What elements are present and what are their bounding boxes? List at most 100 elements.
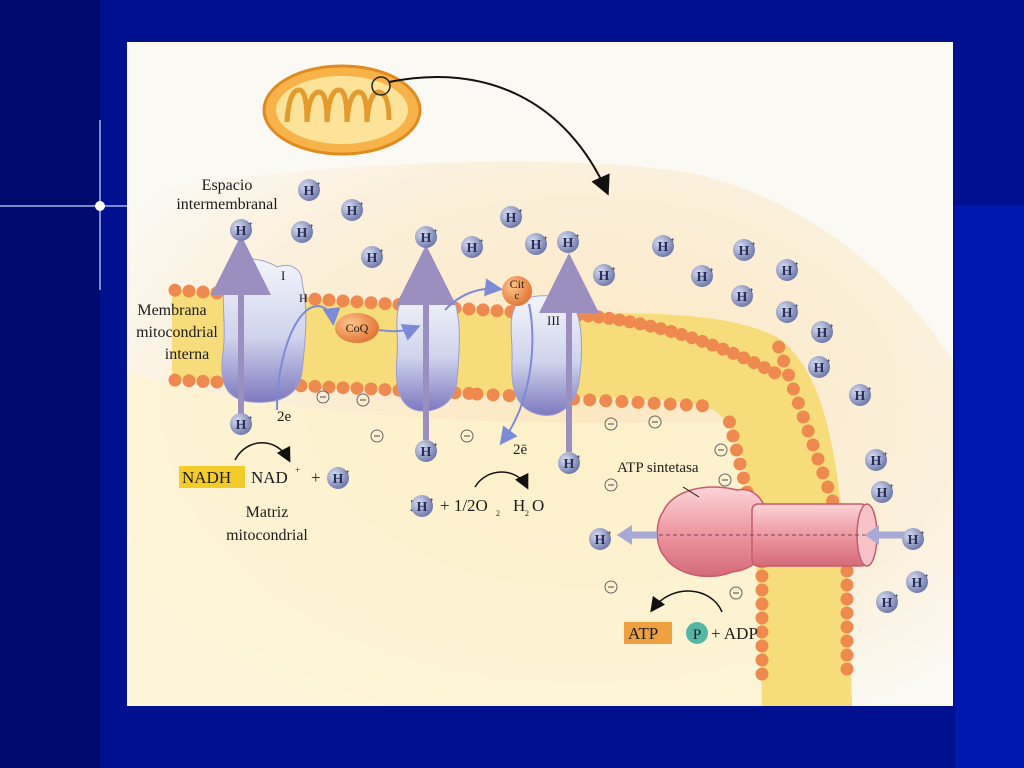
proton-ion-charge: +	[575, 232, 580, 241]
proton-ion-charge: +	[670, 236, 675, 245]
phospholipid-head	[322, 380, 336, 394]
phospholipid-head	[747, 356, 761, 370]
proton-ion-symbol: H	[297, 226, 308, 241]
phospholipid-head	[350, 381, 364, 395]
two-electrons-label-1: 2e	[277, 409, 292, 425]
phospholipid-head	[816, 466, 830, 480]
phospholipid-head	[840, 662, 854, 676]
phospholipid-head	[647, 396, 661, 410]
matrix-label-2: mitocondrial	[226, 527, 308, 544]
phospholipid-head	[840, 620, 854, 634]
phospholipid-head	[755, 667, 769, 681]
phospholipid-head	[755, 639, 769, 653]
phospholipid-head	[308, 292, 322, 306]
proton-ion-icon: H+	[230, 219, 253, 241]
phospholipid-head	[772, 340, 786, 354]
phospholipid-head	[631, 395, 645, 409]
proton-ion-symbol: H	[877, 486, 888, 501]
negative-charge-icon	[604, 417, 618, 431]
proton-ions: H+H+H+H+H+H+H+H+H+H+H+H+H+H+H+H+H+H+H+H+…	[230, 179, 929, 613]
proton-ion-symbol: H	[236, 418, 247, 433]
proton-ion-charge: +	[709, 266, 714, 275]
proton-ion-charge: +	[543, 234, 548, 243]
proton-ion-charge: +	[316, 180, 321, 189]
phospholipid-head	[168, 283, 182, 297]
proton-ion-icon: H+	[415, 440, 438, 462]
proton-ion-icon: H+	[876, 591, 899, 613]
atp-highlight	[624, 622, 672, 644]
proton-ion-symbol: H	[347, 204, 358, 219]
water-curve-arrow	[474, 471, 529, 490]
phospholipid-head	[378, 383, 392, 397]
proton-ion-charge: +	[518, 207, 523, 216]
phospholipid-head	[364, 382, 378, 396]
proton-ion-charge: +	[433, 441, 438, 450]
proton-in-arrowhead-right	[865, 525, 879, 545]
coq-label: CoQ	[346, 321, 369, 335]
phospholipid-head	[679, 398, 693, 412]
phospholipid-head	[840, 592, 854, 606]
proton-ion-icon: H+	[500, 206, 523, 228]
nadh-highlight	[179, 466, 245, 488]
proton-ion-charge: +	[429, 496, 434, 505]
proton-ion-charge: +	[248, 220, 253, 229]
phospholipid-head	[592, 310, 606, 324]
inner-membrane-label-3: interna	[165, 346, 209, 363]
phospholipid-head	[602, 311, 616, 325]
phospholipid-head	[502, 389, 516, 403]
proton-ion-symbol: H	[506, 211, 517, 226]
proton-ion-icon: H+	[731, 285, 754, 307]
proton-ion-charge: +	[433, 227, 438, 236]
phospholipid-head	[654, 322, 668, 336]
proton-ion-symbol: H	[737, 290, 748, 305]
phospholipid-head	[675, 328, 689, 342]
proton-ion-charge: +	[611, 265, 616, 274]
proton-ion-icon: H+	[291, 221, 314, 243]
adp-text: + ADP	[711, 624, 758, 643]
intermembrane-space-label: Espacio intermembranal	[176, 177, 278, 213]
phospholipid-head	[786, 382, 800, 396]
phospholipid-head	[840, 564, 854, 578]
complex-3-label: III	[547, 313, 560, 328]
nadh-reaction: NADH NAD + +	[179, 442, 321, 488]
proton-ion-charge: +	[826, 357, 831, 366]
phospholipid-head	[350, 295, 364, 309]
proton-ion-icon: H+	[776, 301, 799, 323]
two-electrons-label-2: 2ē	[513, 442, 528, 458]
phospholipid-head	[663, 397, 677, 411]
phospholipid-head	[336, 294, 350, 308]
proton-ion-symbol: H	[367, 251, 378, 266]
phospholipid-head	[196, 374, 210, 388]
proton-ion-symbol: H	[421, 231, 432, 246]
phospholipid-head	[730, 443, 743, 457]
matrix-label: Matriz mitocondrial	[226, 504, 308, 544]
proton-ion-symbol: H	[814, 361, 825, 376]
phospholipid-head	[695, 399, 709, 413]
mitochondrion-icon	[262, 64, 422, 156]
phospholipid-head	[210, 375, 224, 389]
proton-ion-symbol: H	[908, 533, 919, 548]
phospholipid-head	[726, 429, 740, 443]
phospholipid-head	[685, 331, 699, 345]
proton-ion-icon: H+	[361, 246, 384, 268]
phospholipid-head	[737, 351, 751, 365]
phospholipid-head	[210, 286, 224, 300]
phospholipid-head	[755, 583, 769, 597]
inner-membrane-label: Membrana mitocondrial interna	[136, 302, 218, 363]
proton-ion-symbol: H	[871, 454, 882, 469]
inner-membrane-label-1: Membrana	[137, 302, 206, 319]
proton-ion-icon: H+	[558, 452, 581, 474]
proton-ion-symbol: H	[564, 457, 575, 472]
phospholipid-head	[476, 303, 490, 317]
proton-ion-icon: H+	[808, 356, 831, 378]
proton-ion-charge: +	[794, 302, 799, 311]
proton-ion-icon: H+	[849, 384, 872, 406]
electron-path-1	[276, 305, 341, 411]
phospholipid-head	[782, 368, 796, 382]
proton-ion-symbol: H	[817, 326, 828, 341]
atp-synthase	[617, 486, 887, 578]
half-o2-text: + 1/2O	[440, 496, 488, 515]
proton-ion-icon: H+	[906, 571, 929, 593]
proton-ion-symbol: H	[882, 596, 893, 611]
atp-reaction: ATP P + ADP	[624, 590, 758, 644]
